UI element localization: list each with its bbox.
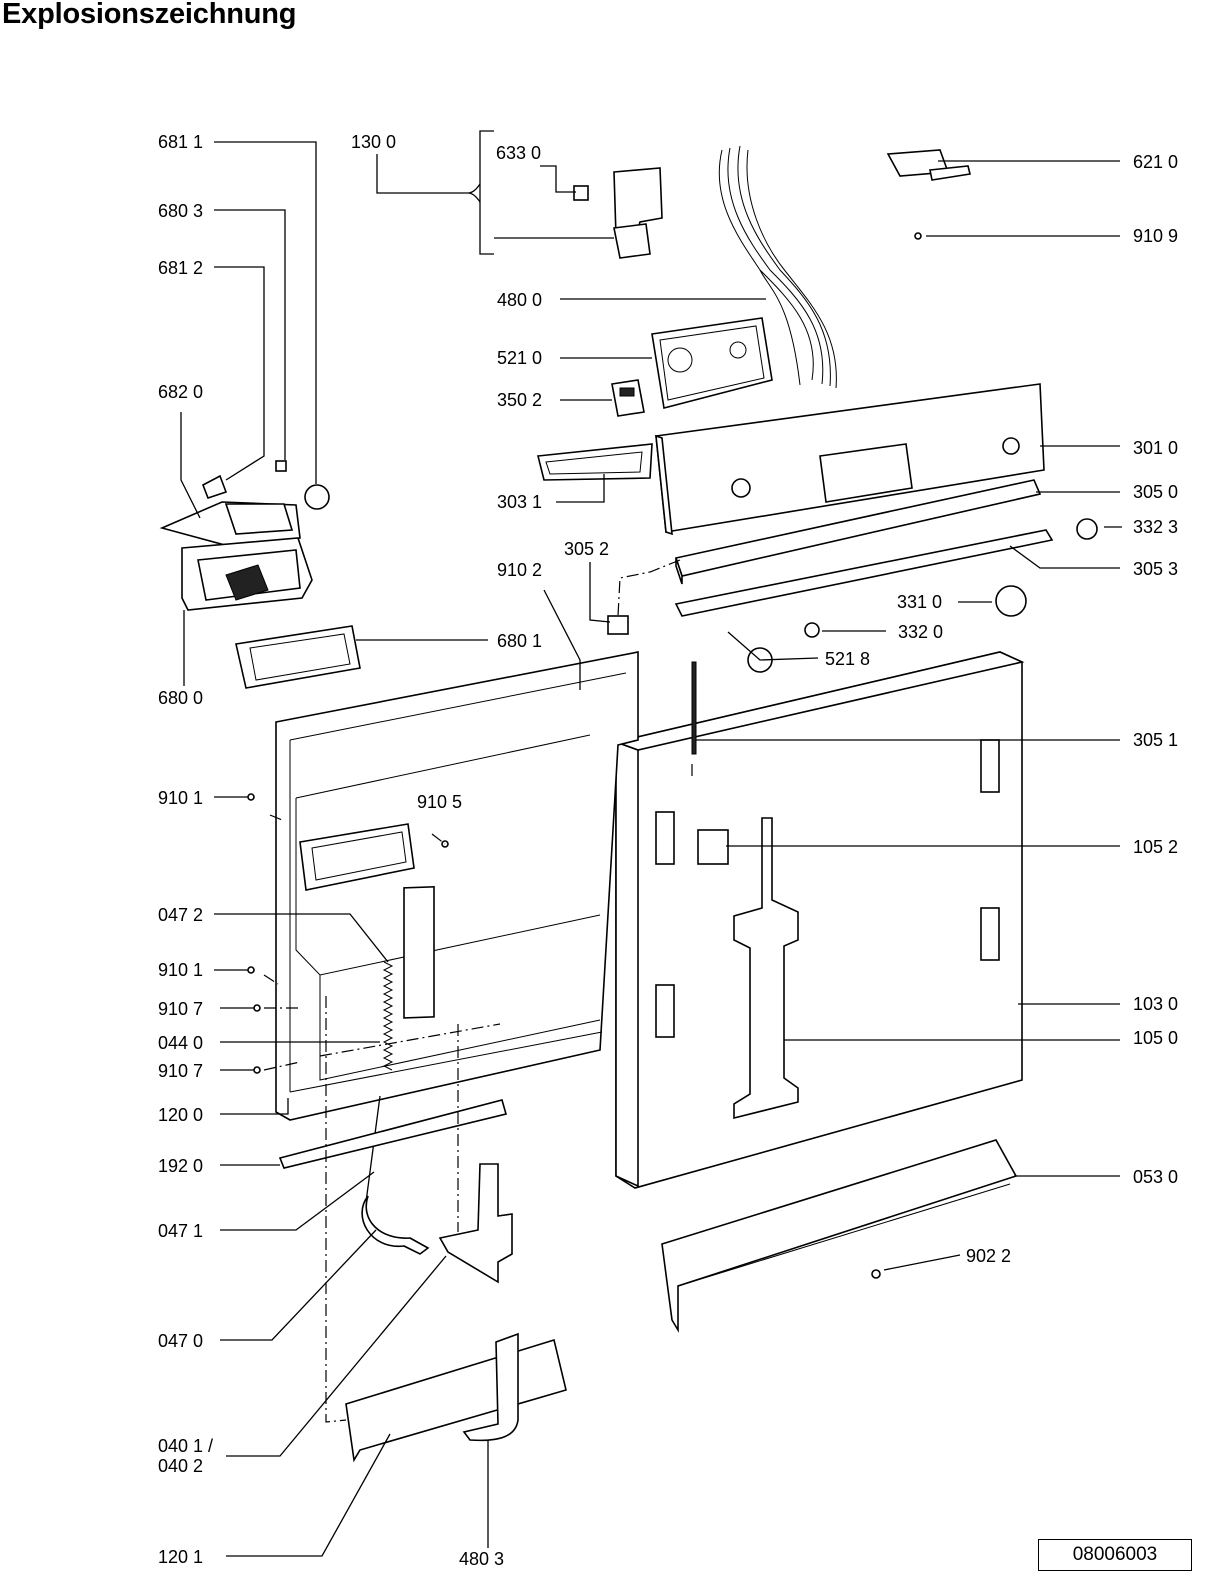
inner-door-frame (275, 651, 639, 1121)
control-panel (655, 383, 1045, 536)
label-910-1-a: 910 1 (158, 788, 203, 808)
label-621-0: 621 0 (1133, 152, 1178, 172)
label-332-0: 332 0 (898, 622, 943, 642)
label-680-3: 680 3 (158, 201, 203, 221)
label-105-0: 105 0 (1133, 1028, 1178, 1048)
sealing-strip (278, 1099, 507, 1169)
label-047-2: 047 2 (158, 905, 203, 925)
part-labels: 681 1 130 0 633 0 621 0 680 3 910 9 681 … (158, 132, 1178, 1569)
label-331-0: 331 0 (897, 592, 942, 612)
lower-panel (345, 1332, 567, 1463)
top-rail (674, 479, 1042, 585)
label-044-0: 044 0 (158, 1033, 203, 1053)
hinge-plate (733, 817, 799, 1120)
label-120-1: 120 1 (158, 1547, 203, 1567)
page-title: Explosionszeichnung (2, 0, 297, 30)
label-480-3: 480 3 (459, 1549, 504, 1569)
document-number: 08006003 (1072, 1544, 1158, 1565)
label-305-1: 305 1 (1133, 730, 1178, 750)
label-301-0: 301 0 (1133, 438, 1178, 458)
label-303-1: 303 1 (497, 492, 542, 512)
door-outer-panel (613, 651, 1025, 1189)
label-040-1: 040 1 / (158, 1436, 213, 1456)
hinge-bracket (361, 1163, 513, 1284)
label-681-2: 681 2 (158, 258, 203, 278)
leader-lines (180, 130, 1122, 1557)
dispenser-gasket (235, 625, 361, 689)
wire-harness (718, 145, 837, 389)
label-120-0: 120 0 (158, 1105, 203, 1125)
label-681-1: 681 1 (158, 132, 203, 152)
label-910-5: 910 5 (417, 792, 462, 812)
door-handle (537, 443, 653, 481)
dispenser-assembly (159, 460, 330, 611)
door-latch (573, 167, 663, 259)
label-680-0: 680 0 (158, 688, 203, 708)
label-910-7-b: 910 7 (158, 1061, 203, 1081)
label-910-7-a: 910 7 (158, 999, 203, 1019)
label-521-0: 521 0 (497, 348, 542, 368)
door-spring (365, 961, 394, 1203)
label-910-1-b: 910 1 (158, 960, 203, 980)
assembly-lines (263, 559, 693, 1423)
label-103-0: 103 0 (1133, 994, 1178, 1014)
label-130-0: 130 0 (351, 132, 396, 152)
label-047-1: 047 1 (158, 1221, 203, 1241)
sensor-unit (886, 149, 971, 181)
label-682-0: 682 0 (158, 382, 203, 402)
label-910-2: 910 2 (497, 560, 542, 580)
bottom-rail (674, 529, 1054, 617)
control-board (651, 317, 773, 409)
label-521-8: 521 8 (825, 649, 870, 669)
label-633-0: 633 0 (496, 143, 541, 163)
label-680-1: 680 1 (497, 631, 542, 651)
label-192-0: 192 0 (158, 1156, 203, 1176)
label-305-3: 305 3 (1133, 559, 1178, 579)
label-053-0: 053 0 (1133, 1167, 1178, 1187)
document-number-box: 08006003 (1038, 1539, 1192, 1571)
label-902-2: 902 2 (966, 1246, 1011, 1266)
label-040-2: 040 2 (158, 1456, 203, 1476)
switch-module (611, 379, 645, 417)
label-910-9: 910 9 (1133, 226, 1178, 246)
label-332-3: 332 3 (1133, 517, 1178, 537)
dispenser-opening (299, 823, 415, 891)
kickplate (661, 1139, 1018, 1333)
label-105-2: 105 2 (1133, 837, 1178, 857)
label-047-0: 047 0 (158, 1331, 203, 1351)
label-305-0: 305 0 (1133, 482, 1178, 502)
label-350-2: 350 2 (497, 390, 542, 410)
label-480-0: 480 0 (497, 290, 542, 310)
label-305-2: 305 2 (564, 539, 609, 559)
